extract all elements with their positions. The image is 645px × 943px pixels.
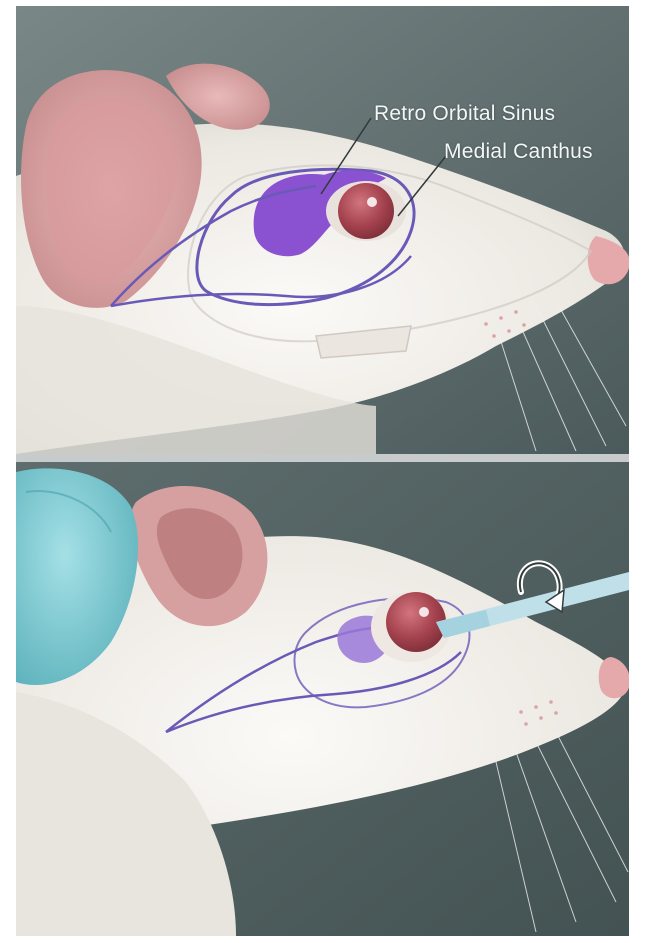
procedure-panel bbox=[16, 462, 629, 936]
medial-canthus-label: Medial Canthus bbox=[444, 140, 593, 164]
procedure-illustration bbox=[16, 462, 629, 936]
eye-highlight bbox=[419, 607, 429, 617]
panel-divider bbox=[16, 454, 629, 462]
retro-orbital-sinus-label: Retro Orbital Sinus bbox=[374, 102, 555, 126]
eye-highlight bbox=[367, 197, 377, 207]
eyeball bbox=[338, 183, 394, 239]
anatomy-illustration bbox=[16, 6, 629, 454]
anatomy-panel: Retro Orbital Sinus Medial Canthus bbox=[16, 6, 629, 454]
